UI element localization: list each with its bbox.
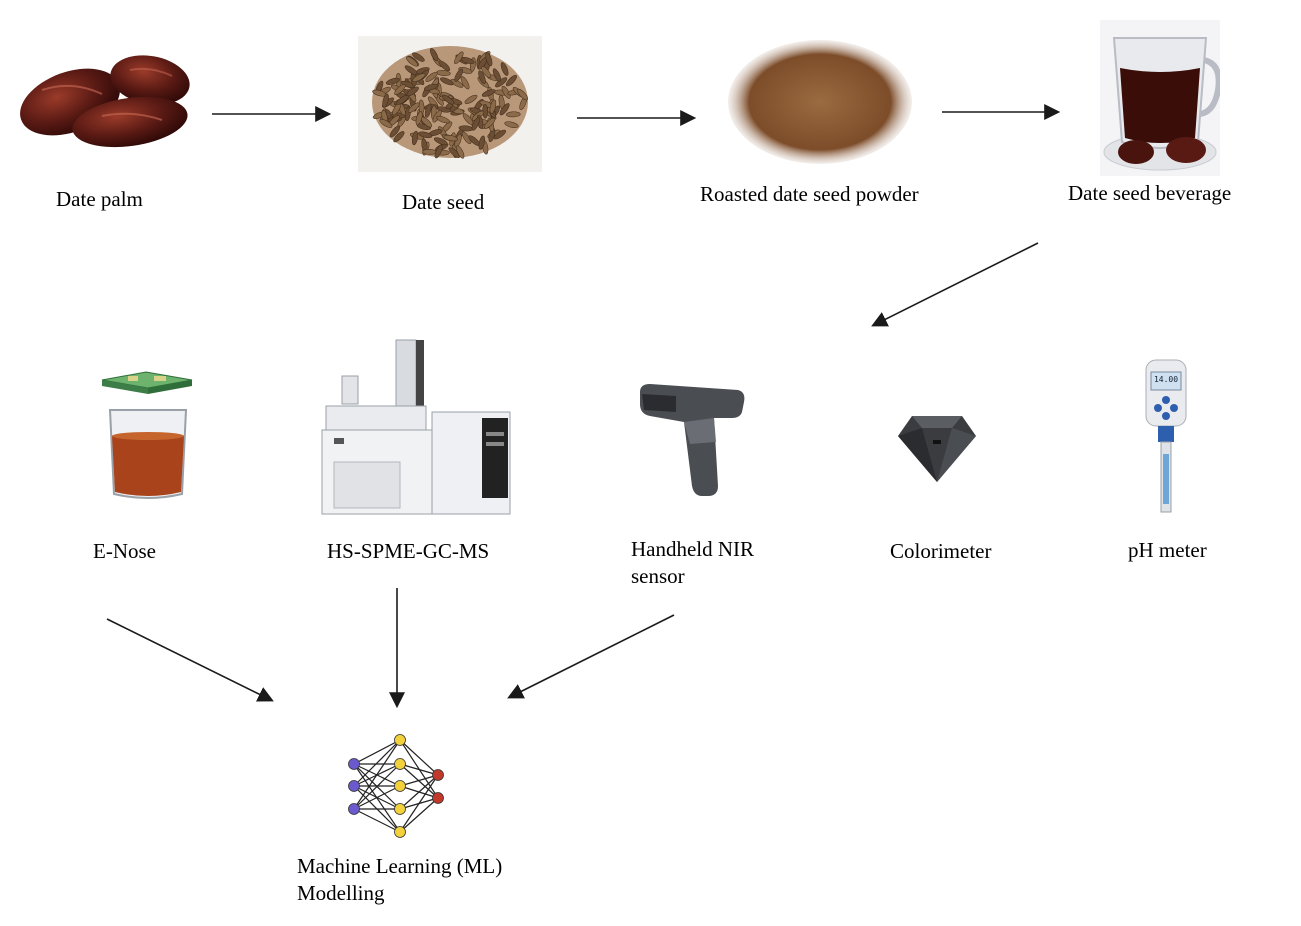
label-roasted-powder: Roasted date seed powder [700, 182, 919, 206]
label-nir-line2: sensor [631, 564, 685, 588]
label-colorimeter: Colorimeter [890, 539, 992, 563]
nn-node [432, 792, 444, 804]
ph-meter-image: 14.00 [1140, 358, 1192, 518]
label-ml-line2: Modelling [297, 881, 385, 905]
label-beverage: Date seed beverage [1068, 181, 1232, 205]
label-ml-line1: Machine Learning (ML) [297, 854, 503, 878]
nn-node [394, 734, 406, 746]
date-fruit-image [20, 55, 190, 148]
arrow-nir-to-ml [507, 614, 675, 699]
colorimeter-image [898, 416, 976, 482]
neural-network-icon [348, 734, 444, 838]
nn-node [348, 780, 360, 792]
gcms-image [321, 339, 511, 515]
label-ph-meter: pH meter [1128, 538, 1207, 562]
enose-image [101, 371, 193, 499]
nn-node [394, 803, 406, 815]
nir-sensor-image [640, 384, 745, 496]
nn-node [394, 826, 406, 838]
beverage-image [1100, 20, 1220, 176]
label-date-seed: Date seed [402, 190, 485, 214]
label-enose: E-Nose [93, 539, 156, 563]
nn-node [432, 769, 444, 781]
label-nir-line1: Handheld NIR [631, 537, 755, 561]
nn-node [394, 758, 406, 770]
arrow-enose-to-ml [106, 618, 274, 702]
ph-meter-body [1145, 359, 1187, 513]
label-date-palm: Date palm [56, 187, 143, 211]
nn-node [394, 780, 406, 792]
date-seed-image [358, 36, 542, 172]
nn-node [348, 803, 360, 815]
nn-node [348, 758, 360, 770]
arrow-beverage-to-instruments [871, 242, 1039, 327]
label-gcms: HS-SPME-GC-MS [327, 539, 490, 563]
ph-display-value: 14.00 [1153, 375, 1179, 384]
roasted-powder-image [725, 38, 915, 166]
seed-pile [372, 48, 528, 159]
